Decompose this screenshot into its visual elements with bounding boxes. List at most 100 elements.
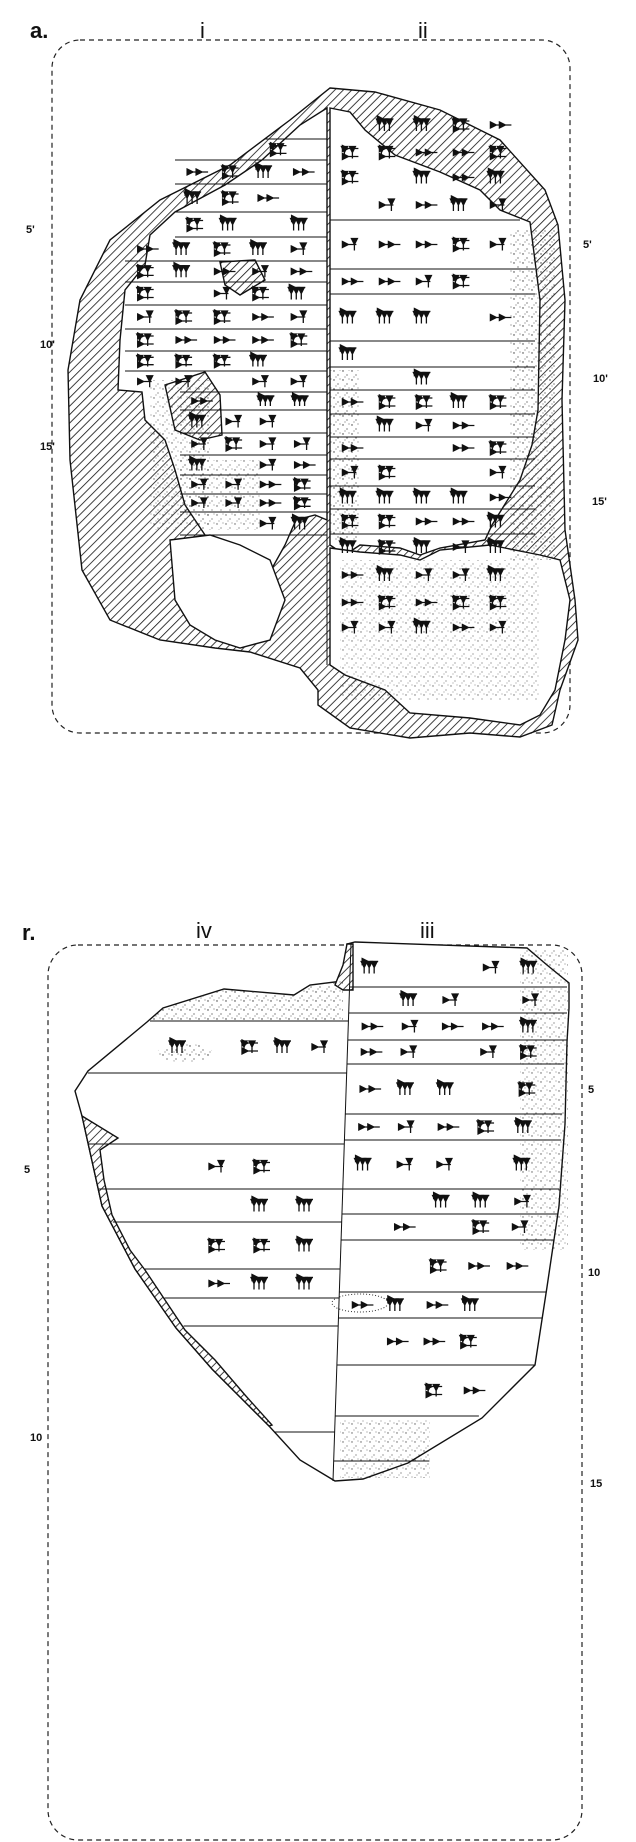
cuneiform-sign	[172, 238, 191, 255]
cuneiform-sign	[428, 1257, 447, 1275]
cuneiform-sign	[378, 198, 396, 211]
cuneiform-sign	[311, 1040, 329, 1053]
cuneiform-sign	[436, 1157, 453, 1171]
cuneiform-sign	[191, 497, 208, 508]
cuneiform-sign	[415, 240, 438, 249]
cuneiform-sign	[252, 335, 274, 345]
cuneiform-sign	[294, 1235, 314, 1252]
cuneiform-sign	[183, 187, 202, 204]
cuneiform-sign	[220, 189, 239, 207]
cuneiform-sign	[249, 1195, 269, 1212]
cuneiform-sign	[135, 331, 154, 349]
cuneiform-sign	[272, 1036, 292, 1053]
reconstructed-outline	[51, 39, 571, 734]
cuneiform-sign	[451, 273, 470, 290]
cuneiform-sign	[218, 214, 237, 231]
broken-edge-hatching	[80, 1114, 274, 1427]
cuneiform-sign	[212, 308, 231, 326]
cuneiform-sign	[412, 536, 431, 553]
cuneiform-sign	[377, 538, 396, 556]
cuneiform-sign	[399, 989, 418, 1006]
cuneiform-sign	[341, 277, 364, 286]
cuneiform-sign	[225, 478, 243, 490]
cuneiform-sign	[212, 240, 231, 258]
cuneiform-sign	[393, 1222, 416, 1232]
cuneiform-sign	[268, 141, 287, 158]
cuneiform-sign	[172, 261, 191, 278]
cuneiform-sign	[250, 285, 269, 302]
cuneiform-sign	[290, 242, 308, 255]
cuneiform-sign	[517, 1080, 536, 1098]
stipple-area	[330, 370, 360, 540]
cuneiform-sign	[174, 353, 193, 369]
cuneiform-sign	[449, 194, 468, 211]
cuneiform-sign	[452, 623, 475, 632]
cuneiform-sign	[208, 1159, 226, 1173]
line-number-right: 15	[590, 1478, 602, 1490]
cuneiform-sign	[412, 167, 431, 184]
cuneiform-sign	[452, 148, 475, 157]
cuneiform-sign	[186, 167, 209, 177]
cuneiform-sign	[191, 437, 208, 450]
cuneiform-sign	[290, 375, 308, 388]
column-divider	[332, 943, 352, 1482]
cuneiform-sign	[488, 393, 507, 411]
cuneiform-sign	[437, 1122, 460, 1132]
line-number-right: 10	[588, 1267, 600, 1279]
cuneiform-sign	[187, 455, 206, 471]
cuneiform-sign	[338, 536, 357, 553]
cuneiform-sign	[378, 240, 401, 249]
cuneiform-sign	[489, 198, 507, 211]
cuneiform-sign	[341, 443, 364, 453]
cuneiform-sign	[424, 1382, 443, 1399]
cuneiform-sign	[415, 274, 433, 288]
cuneiform-sign	[397, 1120, 415, 1133]
line-number-right: 5	[588, 1084, 594, 1096]
cuneiform-sign	[213, 267, 236, 276]
cuneiform-sign	[225, 497, 243, 508]
cuneiform-sign	[375, 564, 394, 581]
obverse-side-label: a.	[30, 18, 48, 43]
cuneiform-sign	[375, 415, 394, 432]
column-label-iii: iii	[420, 918, 435, 943]
line-number-right: 15'	[592, 496, 607, 508]
cuneiform-sign	[396, 1157, 414, 1171]
cuneiform-sign	[377, 464, 396, 481]
cuneiform-sign	[249, 1273, 269, 1290]
cuneiform-sign	[415, 148, 438, 157]
cuneiform-sign	[289, 214, 308, 231]
cuneiform-sign	[175, 375, 193, 388]
cuneiform-sign	[340, 169, 359, 186]
cuneiform-sign	[375, 487, 394, 504]
line-number-left: 5'	[26, 224, 35, 236]
cuneiform-sign	[191, 478, 208, 490]
cuneiform-sign	[259, 516, 277, 530]
cuneiform-sign	[377, 393, 396, 411]
stipple-area	[180, 460, 260, 530]
cuneiform-sign	[254, 161, 273, 178]
cuneiform-sign	[511, 1220, 529, 1233]
cuneiform-sign	[359, 1084, 382, 1094]
cuneiform-sign	[375, 114, 394, 131]
stipple-area	[150, 981, 343, 1021]
cuneiform-sign	[423, 1337, 446, 1346]
cuneiform-sign	[287, 283, 306, 300]
cuneiform-sign	[377, 513, 396, 530]
cuneiform-sign	[294, 1273, 314, 1290]
cuneiform-sign	[259, 414, 277, 428]
cuneiform-sign	[248, 351, 267, 367]
cuneiform-sign	[414, 393, 433, 411]
reverse: r. iv iii 5 10 5 10 15	[22, 918, 602, 1841]
cuneiform-sign	[518, 1016, 537, 1033]
cuneiform-sign	[442, 993, 460, 1006]
cuneiform-sign	[518, 1043, 537, 1061]
cuneiform-sign	[341, 570, 364, 580]
stipple-area	[157, 1044, 213, 1062]
cuneiform-sign	[468, 1261, 490, 1271]
cuneiform-sign	[452, 517, 475, 526]
cuneiform-sign	[259, 498, 282, 508]
cuneiform-sign	[378, 620, 396, 634]
cuneiform-sign	[340, 513, 359, 530]
cuneiform-sign	[451, 236, 470, 253]
cuneiform-sign	[206, 1237, 225, 1254]
